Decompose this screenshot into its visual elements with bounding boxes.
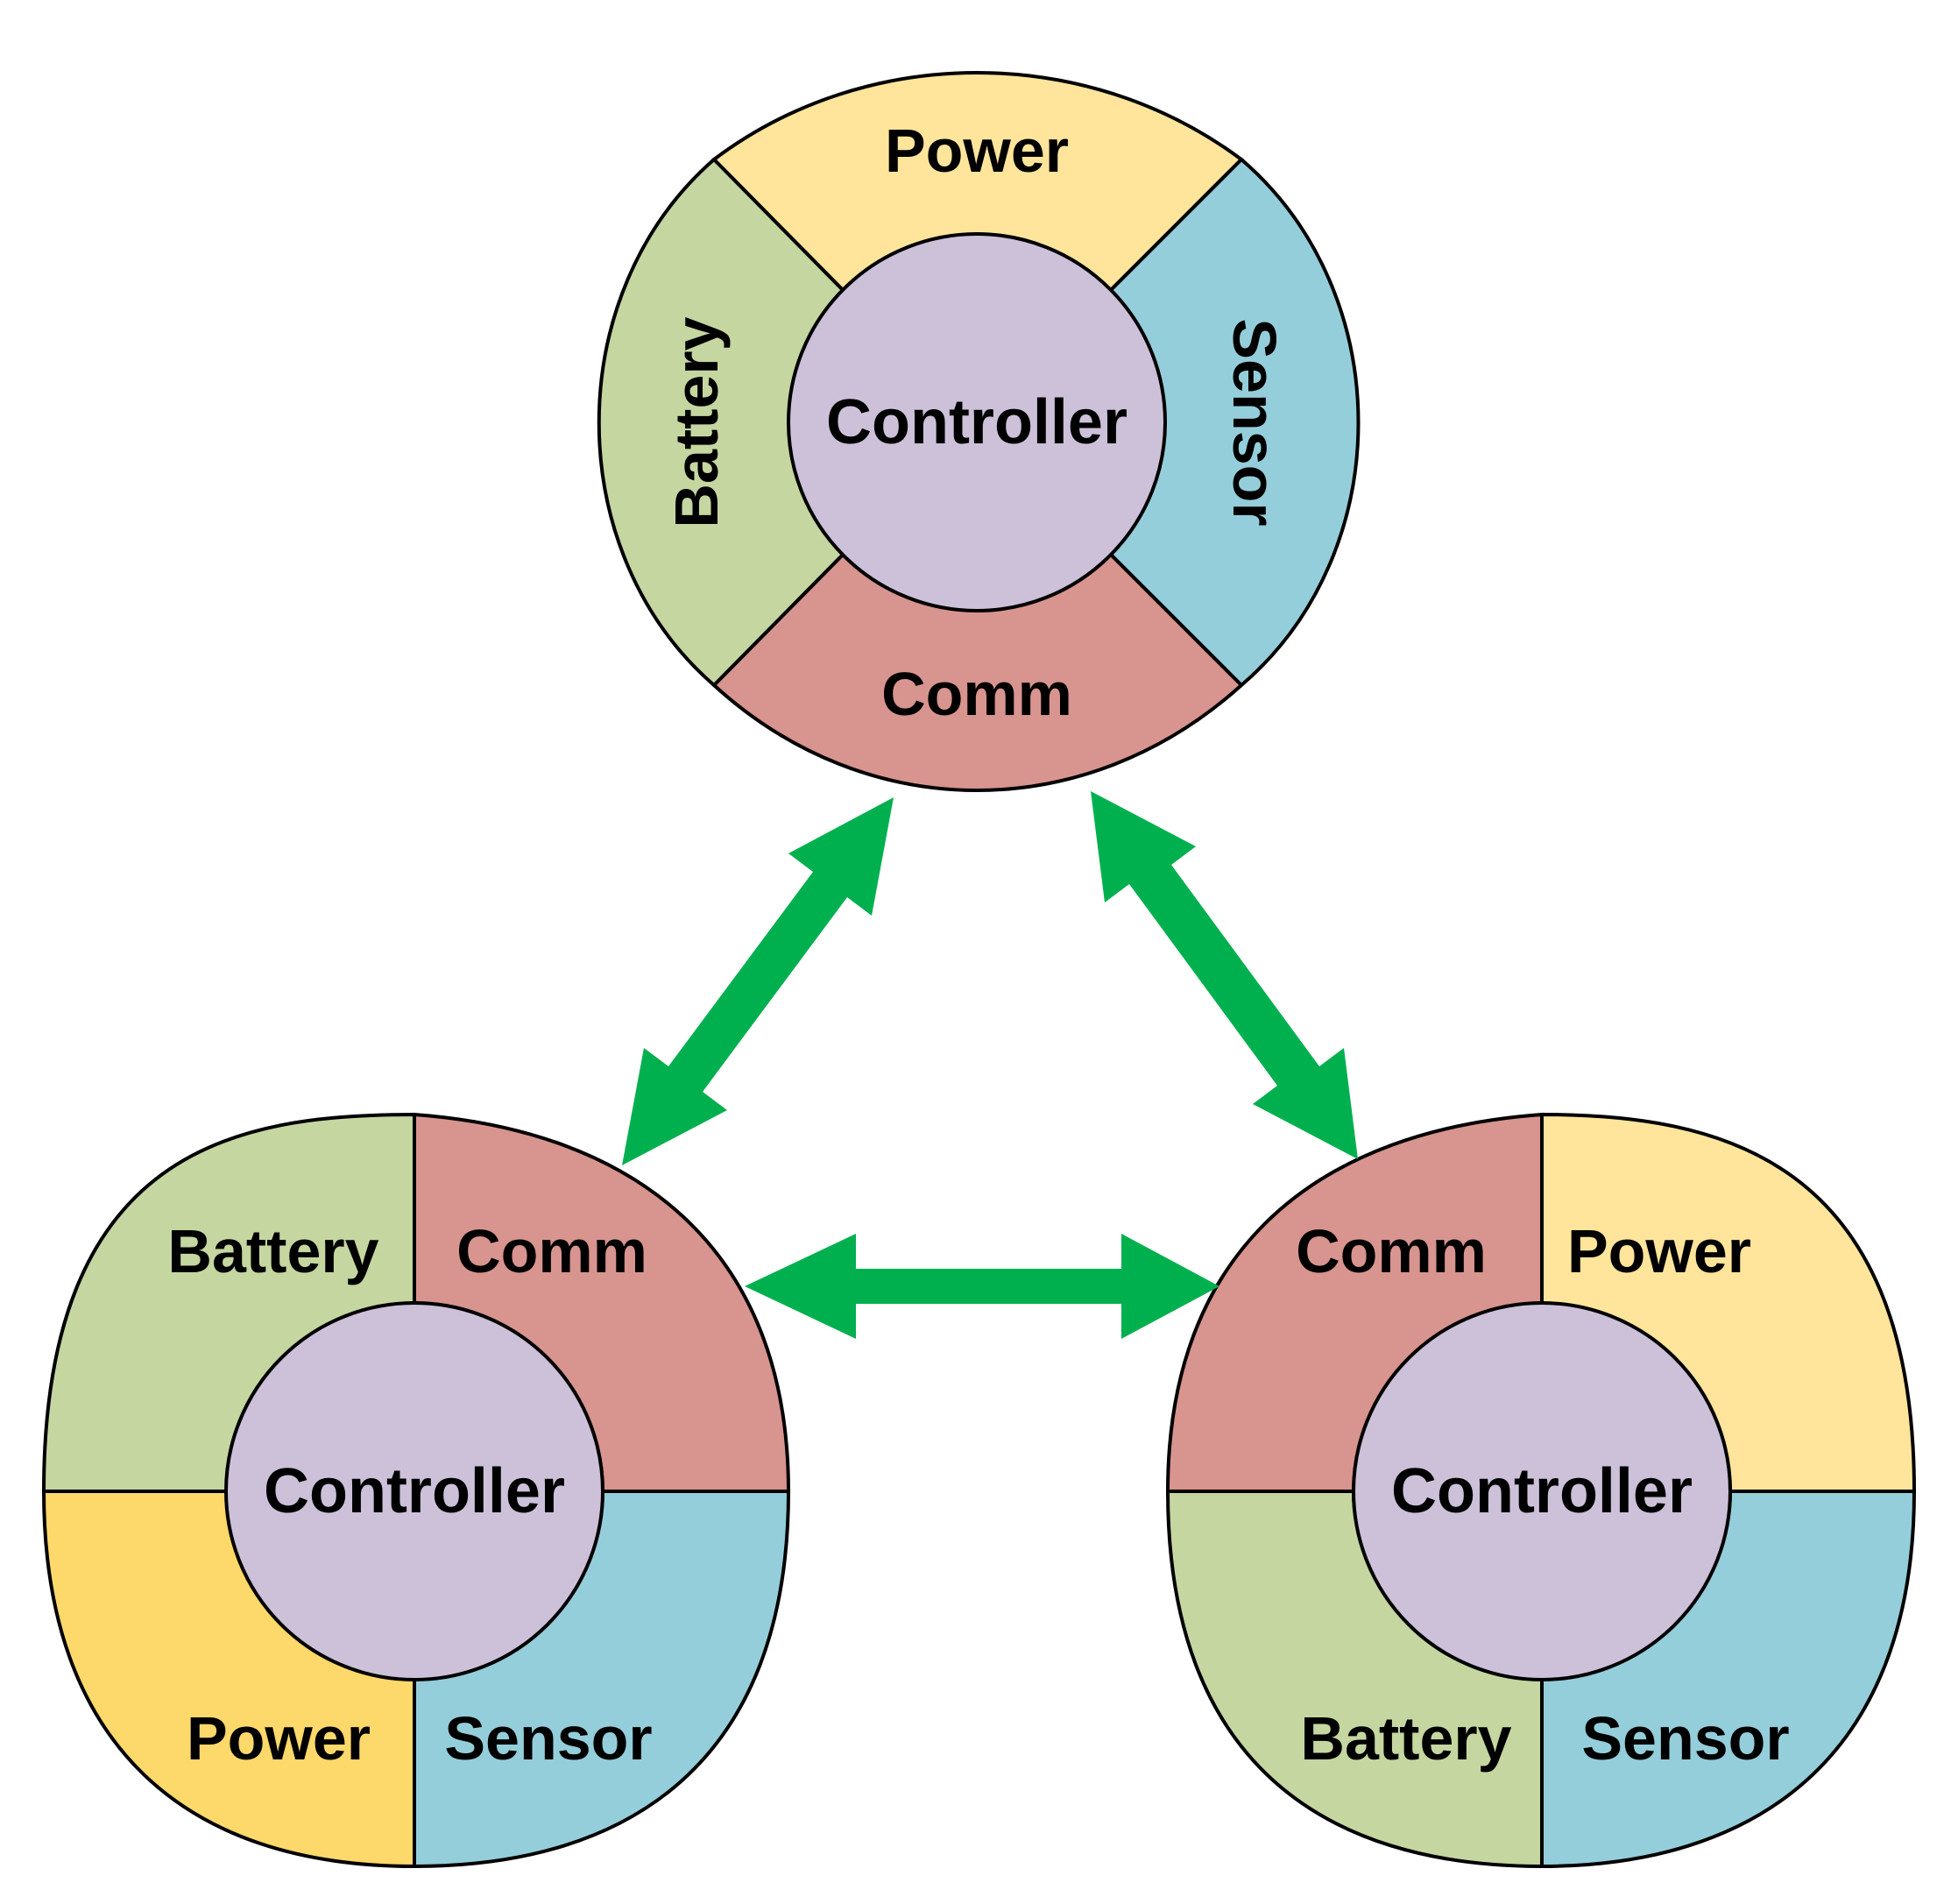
right-battery-label: Battery xyxy=(1300,1704,1511,1773)
top-power-label: Power xyxy=(885,117,1069,185)
node-top: Power Comm Battery Sensor Controller xyxy=(597,71,1361,792)
left-battery-label: Battery xyxy=(167,1217,378,1285)
node-right: Comm Power Battery Sensor Controller xyxy=(1165,1112,1917,1869)
left-power-label: Power xyxy=(187,1704,371,1773)
node-left: Battery Comm Power Sensor Controller xyxy=(41,1112,791,1869)
arrow-top-left xyxy=(622,797,894,1165)
right-controller-circle xyxy=(1352,1301,1732,1681)
left-comm-label: Comm xyxy=(456,1217,647,1285)
top-controller-label: Controller xyxy=(826,387,1127,457)
top-comm-label: Comm xyxy=(881,660,1072,728)
top-sensor-label: Sensor xyxy=(1220,318,1289,526)
left-controller-label: Controller xyxy=(264,1456,565,1526)
right-comm-label: Comm xyxy=(1296,1217,1487,1285)
right-controller-label: Controller xyxy=(1391,1456,1693,1526)
link-arrows xyxy=(622,791,1358,1339)
left-sensor-label: Sensor xyxy=(444,1704,652,1773)
right-sensor-label: Sensor xyxy=(1581,1704,1789,1773)
top-controller-circle xyxy=(787,232,1167,612)
arrow-left-right xyxy=(745,1234,1219,1339)
right-power-label: Power xyxy=(1567,1217,1751,1285)
left-controller-circle xyxy=(224,1301,604,1681)
arrow-top-right xyxy=(1091,791,1358,1159)
top-battery-label: Battery xyxy=(662,316,731,527)
